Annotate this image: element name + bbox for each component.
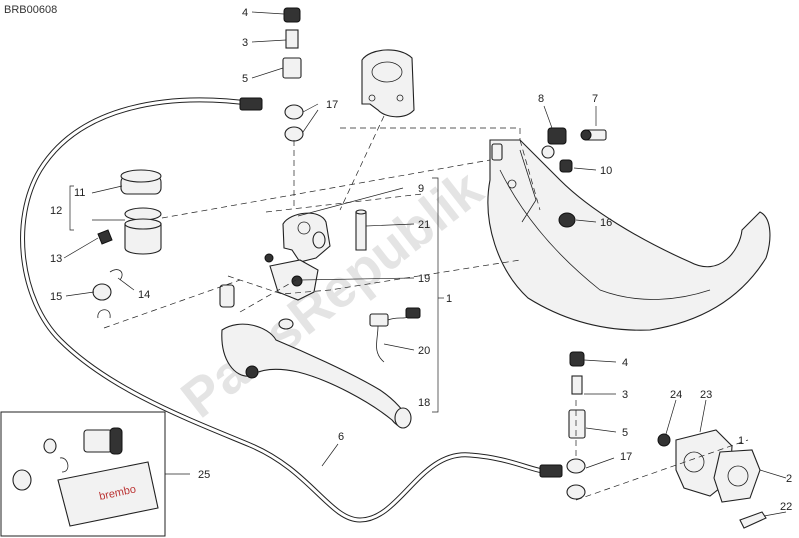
callout-4-bottom: 4 bbox=[622, 357, 628, 369]
bleed-cap-bottom bbox=[569, 351, 585, 367]
callout-17-top: 17 bbox=[326, 99, 338, 111]
perch-nut bbox=[558, 212, 576, 228]
slave-cylinder bbox=[657, 429, 767, 529]
clutch-switch bbox=[369, 307, 421, 363]
callout-5-bottom: 5 bbox=[622, 427, 628, 439]
hose-end-fitting-top bbox=[239, 97, 263, 111]
callout-12: 12 bbox=[50, 205, 62, 217]
callout-24: 24 bbox=[670, 389, 682, 401]
diagram-code: BRB00608 bbox=[4, 4, 57, 16]
callout-21: 21 bbox=[418, 219, 430, 231]
adjuster bbox=[541, 127, 567, 159]
banjo-bolt-bottom bbox=[568, 409, 586, 439]
slave-seal bbox=[657, 433, 671, 447]
pivot-bushing bbox=[291, 275, 303, 287]
washer-bottom-1 bbox=[566, 458, 586, 474]
callout-22: 22 bbox=[780, 501, 792, 513]
reservoir-bracket bbox=[361, 49, 415, 118]
callout-13: 13 bbox=[50, 253, 62, 265]
reservoir-body bbox=[124, 223, 162, 255]
push-rod bbox=[355, 211, 367, 251]
clutch-hose bbox=[20, 97, 563, 523]
callout-9: 9 bbox=[418, 183, 424, 195]
assembly-lines bbox=[103, 115, 749, 501]
hose-end-fitting-bottom bbox=[539, 464, 563, 478]
callout-7: 7 bbox=[592, 93, 598, 105]
callout-10: 10 bbox=[600, 165, 612, 177]
callout-1-slave: 1 bbox=[738, 435, 744, 447]
slave-cylinder-cover bbox=[713, 449, 761, 503]
reservoir-diaphragm bbox=[124, 207, 162, 221]
callout-23: 23 bbox=[700, 389, 712, 401]
callout-4-top: 4 bbox=[242, 7, 248, 19]
callout-6: 6 bbox=[338, 431, 344, 443]
bleed-cap-top bbox=[283, 7, 301, 23]
lever-bolt-nut bbox=[278, 318, 294, 330]
kit-seal bbox=[43, 438, 57, 454]
callout-labels: 4 3 5 17 11 12 13 15 14 9 21 19 1 20 18 … bbox=[50, 7, 792, 513]
handlebar-perch bbox=[487, 127, 771, 331]
callout-20: 20 bbox=[418, 345, 430, 357]
callout-8: 8 bbox=[538, 93, 544, 105]
kit-boot bbox=[12, 469, 32, 491]
callout-15: 15 bbox=[50, 291, 62, 303]
callout-5-top: 5 bbox=[242, 73, 248, 85]
callout-11: 11 bbox=[74, 187, 85, 199]
pivot-sleeve bbox=[219, 284, 235, 308]
banjo-bolt-top bbox=[282, 57, 302, 79]
callout-19: 19 bbox=[418, 273, 430, 285]
callout-2: 2 bbox=[786, 473, 792, 485]
reservoir-connector bbox=[92, 283, 112, 301]
callout-14: 14 bbox=[138, 289, 150, 301]
bleed-screw-top bbox=[285, 29, 299, 49]
pivot-bolt bbox=[580, 129, 607, 141]
callout-3-top: 3 bbox=[242, 37, 248, 49]
washer-top-2 bbox=[284, 126, 304, 142]
callout-3-bottom: 3 bbox=[622, 389, 628, 401]
callout-18: 18 bbox=[418, 397, 430, 409]
kit-circlip bbox=[59, 457, 69, 473]
callout-16: 16 bbox=[600, 217, 612, 229]
kit-piston bbox=[83, 429, 113, 453]
banjo-stack-bottom bbox=[566, 351, 586, 500]
small-bolt bbox=[264, 253, 274, 263]
washer-top-1 bbox=[284, 104, 304, 120]
perch-screw bbox=[559, 159, 573, 173]
bleed-screw-bottom bbox=[571, 375, 583, 395]
kit-card bbox=[57, 461, 159, 527]
banjo-stack-top bbox=[282, 7, 304, 142]
slave-bolt bbox=[739, 511, 767, 529]
callout-17-bottom: 17 bbox=[620, 451, 632, 463]
spring-clip-top bbox=[109, 269, 123, 281]
repair-kit-box: brembo bbox=[0, 411, 166, 537]
clutch-lever bbox=[221, 323, 412, 429]
callout-1-master: 1 bbox=[446, 293, 452, 305]
fluid-reservoir bbox=[92, 169, 162, 319]
callout-25: 25 bbox=[198, 469, 210, 481]
washer-bottom-2 bbox=[566, 484, 586, 500]
reservoir-hose-clamp bbox=[97, 229, 113, 245]
spring-clip-bottom bbox=[97, 309, 111, 319]
master-cylinder-body bbox=[219, 209, 367, 330]
